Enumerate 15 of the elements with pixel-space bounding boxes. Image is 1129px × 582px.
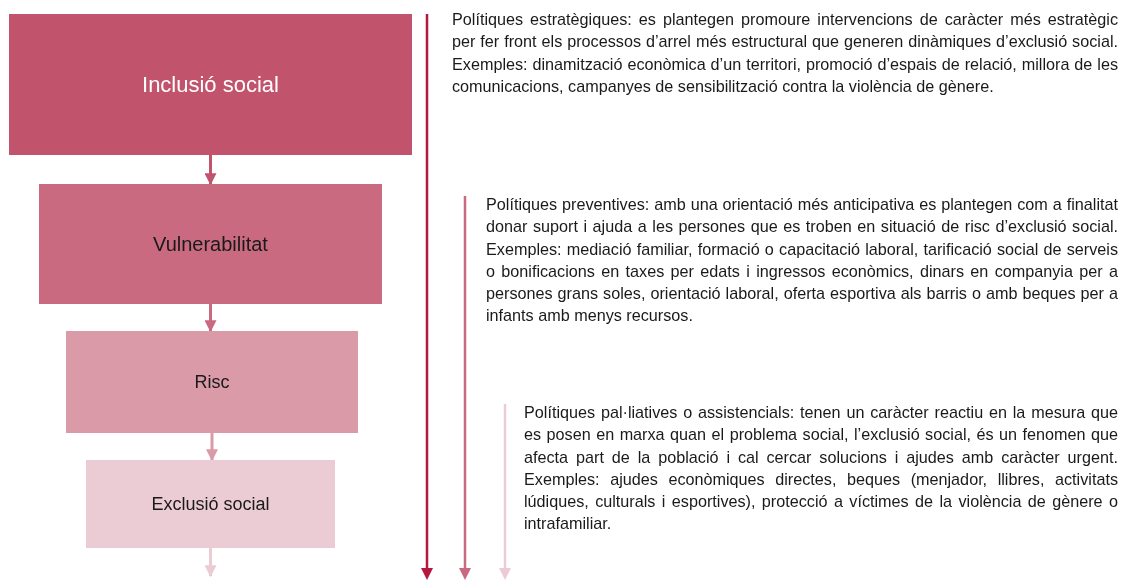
arrow (204, 155, 217, 186)
process-box (39, 184, 382, 304)
box-label: Exclusió social (151, 493, 270, 515)
arrow (204, 548, 217, 578)
description-text: Polítiques estratègiques: es plantegen promoure intervencions de caràcter més estratègic per fer front els processos d’arrel més estructural que generen dinàmiques d’exclusió social. Exemples: dinamització econòmica d’un territori, promoció d’espais de relació, millora de les comunicacions, campanyes de sensibilització contra la violència de gènere. (452, 9, 1118, 97)
box-label: Risc (194, 371, 230, 393)
box-label: Inclusió social (142, 71, 279, 98)
description-text: Polítiques preventives: amb una orientació més anticipativa es plantegen com a finalitat donar suport i ajuda a les persones que es troben en situació de risc d’exclusió social. Exemples: mediació familiar, formació o capacitació laboral, tarificació social de serveis o bonificacions en taxes per edats i ingressos econòmics, dinars en companyia per a persones grans soles, orientació laboral, oferta esportiva als barris o amb beques per a infants amb menys recursos. (486, 194, 1118, 327)
arrow (206, 433, 218, 462)
box-label: Vulnerabilitat (153, 232, 268, 256)
process-box (66, 331, 358, 433)
description-text: Polítiques pal·liatives o assistencials: tenen un caràcter reactiu en la mesura que es posen en marxa quan el problema social, l’exclusió social, és un fenomen que afecta part de la població i cal cercar solucions i ajudes amb caràcter urgent. Exemples: ajudes econòmiques directes, beques (menjador, llibres, activitats lúdiques, culturals i esportives), protecció a víctimes de la violència de gènere o intrafamiliar. (524, 402, 1118, 535)
arrow (204, 304, 217, 333)
process-box (86, 460, 335, 548)
process-box (9, 14, 412, 155)
